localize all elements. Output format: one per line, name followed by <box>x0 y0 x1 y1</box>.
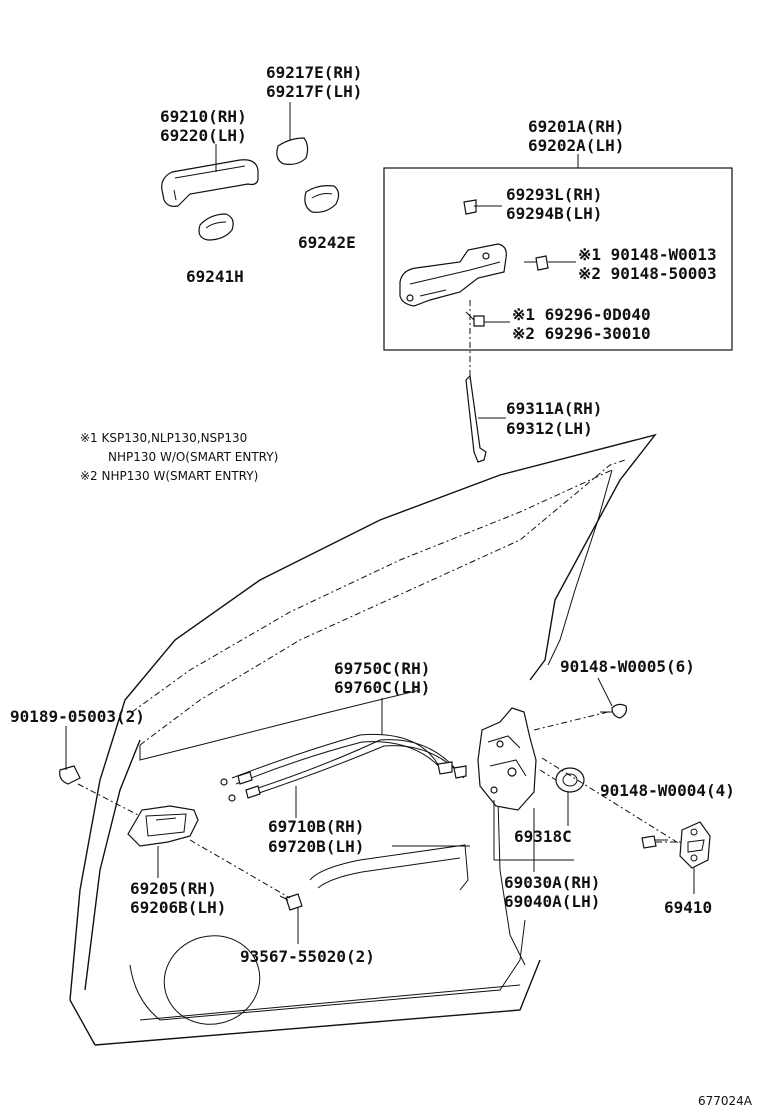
speaker-opening <box>163 844 469 1025</box>
label-69296-30010: ※2 69296-30010 <box>512 324 651 343</box>
link-rod-icon <box>465 374 487 463</box>
handle-pad-69242-icon <box>304 185 340 213</box>
bolt-69296-icon <box>465 311 485 327</box>
bolt-90148-w0013-icon <box>524 255 549 271</box>
label-69311a: 69311A(RH) <box>506 399 602 418</box>
label-90148-w0013: ※1 90148-W0013 <box>578 245 717 264</box>
outside-handle-icon <box>161 159 259 207</box>
inside-handle-icon <box>127 805 199 847</box>
handle-pad-69241-icon <box>198 213 234 241</box>
handle-cover-69217-icon <box>276 110 309 165</box>
frame-assembly-box <box>383 167 733 351</box>
door-body-outline <box>69 433 657 1046</box>
label-69318c: 69318C <box>514 827 572 846</box>
grommet-69318-icon <box>555 767 585 793</box>
label-90189-05003: 90189-05003(2) <box>10 707 145 726</box>
label-69210: 69210(RH) <box>160 107 247 126</box>
label-69760c: 69760C(LH) <box>334 678 430 697</box>
label-69201a: 69201A(RH) <box>528 117 624 136</box>
label-93567-55020: 93567-55020(2) <box>240 947 375 966</box>
note-1b: NHP130 W/O(SMART ENTRY) <box>108 450 278 464</box>
diagram-reference-number: 677024A <box>698 1094 753 1108</box>
note-1: ※1 KSP130,NLP130,NSP130 <box>80 431 247 445</box>
label-69296-0d040: ※1 69296-0D040 <box>512 305 651 324</box>
striker-bolt-90148-w0004-icon <box>641 835 668 849</box>
label-69241h: 69241H <box>186 267 244 286</box>
label-69206b: 69206B(LH) <box>130 898 226 917</box>
lock-bolt-90148-w0005-icon <box>600 703 627 719</box>
label-69720b: 69720B(LH) <box>268 837 364 856</box>
label-69293l: 69293L(RH) <box>506 185 602 204</box>
label-69294b: 69294B(LH) <box>506 204 602 223</box>
label-90148-w0004: 90148-W0004(4) <box>600 781 735 800</box>
label-69217e: 69217E(RH) <box>266 63 362 82</box>
label-69040a: 69040A(LH) <box>504 892 600 911</box>
label-69202a: 69202A(LH) <box>528 136 624 155</box>
label-90148-50003: ※2 90148-50003 <box>578 264 717 283</box>
label-69205: 69205(RH) <box>130 879 217 898</box>
clip-90189-icon <box>59 765 81 785</box>
striker-69410-icon <box>679 821 711 869</box>
label-90148-w0005: 90148-W0005(6) <box>560 657 695 676</box>
leader-lines <box>65 102 695 944</box>
door-lock-icon <box>477 707 537 811</box>
lock-cable-icon <box>220 733 467 802</box>
label-69220: 69220(LH) <box>160 126 247 145</box>
label-69710b: 69710B(RH) <box>268 817 364 836</box>
label-69217f: 69217F(LH) <box>266 82 362 101</box>
label-69750c: 69750C(RH) <box>334 659 430 678</box>
screw-93567-icon <box>279 893 303 911</box>
label-69242e: 69242E <box>298 233 356 252</box>
note-2: ※2 NHP130 W(SMART ENTRY) <box>80 469 258 483</box>
label-69410: 69410 <box>664 898 712 917</box>
label-69312: 69312(LH) <box>506 419 593 438</box>
handle-frame-69201-icon <box>399 243 507 307</box>
label-69030a: 69030A(RH) <box>504 873 600 892</box>
clip-69293-icon <box>463 199 477 215</box>
